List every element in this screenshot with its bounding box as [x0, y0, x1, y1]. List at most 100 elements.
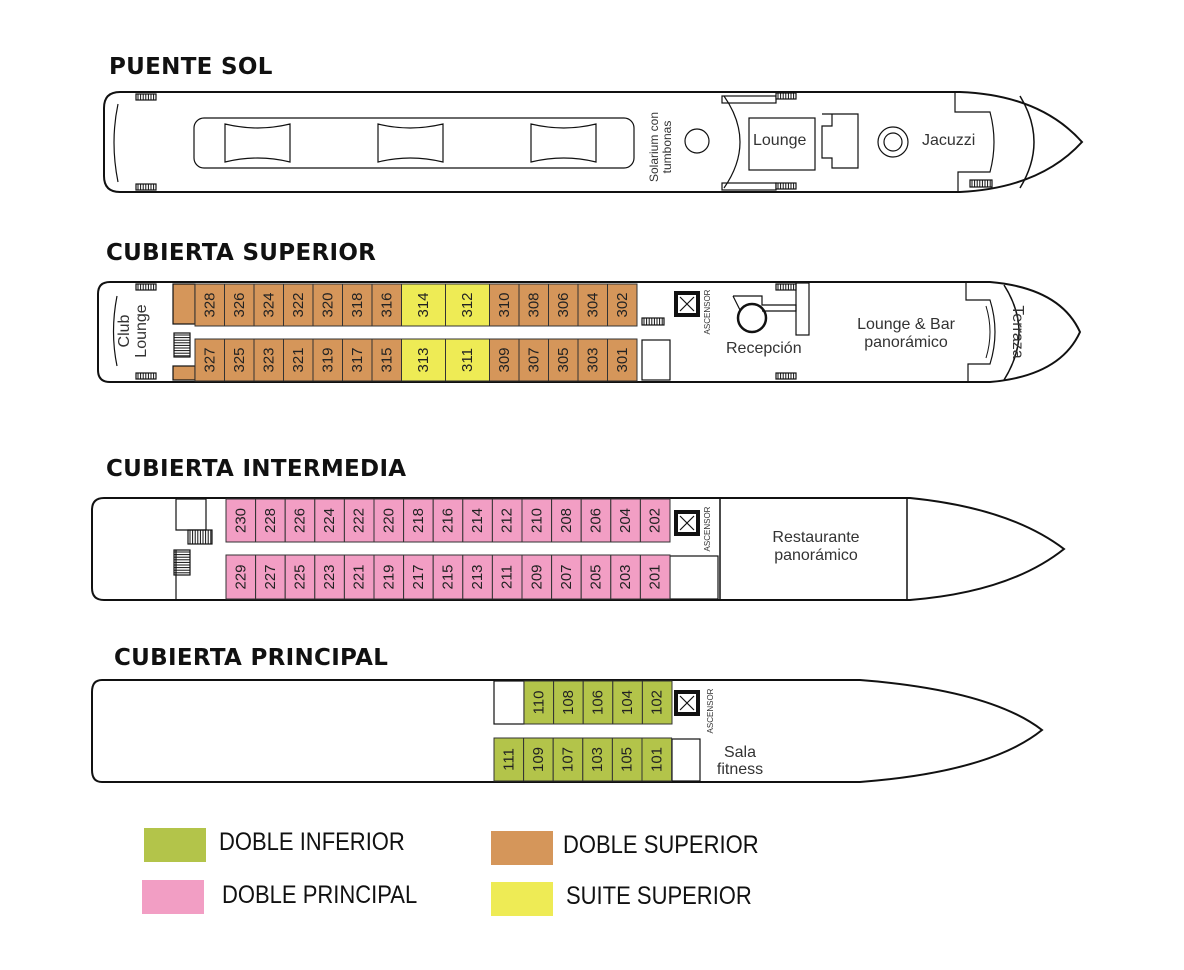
cabin-217[interactable]: 217	[403, 554, 434, 600]
stairs-icon	[135, 372, 157, 380]
cabin-number: 107	[560, 747, 577, 772]
cabin-box	[373, 554, 405, 600]
stairs-icon	[135, 183, 157, 191]
cabin-107[interactable]: 107	[552, 737, 584, 782]
deck-cubierta-intermedia	[91, 497, 1066, 601]
cabin-number: 311	[459, 348, 476, 372]
cabin-305[interactable]: 305	[548, 338, 579, 382]
cabin-311[interactable]: 311	[445, 338, 490, 382]
cabin-206[interactable]: 206	[580, 498, 612, 543]
cabin-106[interactable]: 106	[582, 680, 614, 725]
deck-title-cubierta-principal: CUBIERTA PRINCIPAL	[114, 645, 389, 671]
cabin-box	[225, 554, 257, 600]
cabin-316[interactable]: 316	[371, 283, 402, 327]
cabin-110[interactable]: 110	[523, 680, 555, 725]
cabin-328[interactable]: 328	[194, 283, 225, 327]
cabin-323[interactable]: 323	[253, 338, 284, 382]
cabin-227[interactable]: 227	[255, 554, 286, 600]
cabin-320[interactable]: 320	[312, 283, 343, 327]
cabin-box	[224, 338, 255, 382]
cabin-216[interactable]: 216	[432, 498, 464, 543]
cabin-111[interactable]: 111	[493, 737, 525, 782]
cabin-108[interactable]: 108	[553, 680, 584, 725]
cabin-228[interactable]: 228	[255, 498, 286, 543]
cabin-222[interactable]: 222	[343, 498, 375, 543]
cabin-306[interactable]: 306	[548, 283, 579, 327]
cabin-225[interactable]: 225	[284, 554, 316, 600]
cabin-105[interactable]: 105	[611, 737, 643, 782]
stairs-icon	[173, 332, 191, 358]
cabin-301[interactable]: 301	[607, 338, 638, 382]
cabin-101[interactable]: 101	[641, 737, 673, 782]
cabin-307[interactable]: 307	[518, 338, 549, 382]
cabin-321[interactable]: 321	[283, 338, 314, 382]
cabin-230[interactable]: 230	[225, 498, 257, 543]
jacuzzi-outer	[877, 126, 909, 158]
cabin-218[interactable]: 218	[403, 498, 434, 543]
solarium-area	[193, 117, 635, 169]
cabin-102[interactable]: 102	[641, 680, 673, 725]
cabin-205[interactable]: 205	[580, 554, 612, 600]
cabin-313[interactable]: 313	[401, 338, 446, 382]
cabin-324[interactable]: 324	[253, 283, 284, 327]
hull-outline	[91, 679, 1044, 783]
cabin-103[interactable]: 103	[582, 737, 613, 782]
fitness-end-box	[671, 738, 701, 782]
cabin-304[interactable]: 304	[577, 283, 608, 327]
cabin-208[interactable]: 208	[551, 498, 582, 543]
elevator-cross	[679, 515, 695, 531]
cabin-109[interactable]: 109	[523, 737, 554, 782]
cabin-213[interactable]: 213	[462, 554, 493, 600]
cabin-319[interactable]: 319	[312, 338, 343, 382]
cabin-303[interactable]: 303	[577, 338, 608, 382]
cabin-215[interactable]: 215	[432, 554, 464, 600]
cabin-314[interactable]: 314	[401, 283, 446, 327]
cabin-number: 229	[232, 564, 249, 589]
cabin-325[interactable]: 325	[224, 338, 255, 382]
cabin-number: 227	[262, 564, 279, 589]
cabin-317[interactable]: 317	[342, 338, 373, 382]
cabin-number: 222	[351, 508, 368, 533]
cabin-221[interactable]: 221	[343, 554, 375, 600]
cabin-308[interactable]: 308	[518, 283, 549, 327]
deck-title-puente-sol: PUENTE SOL	[109, 54, 273, 80]
cabin-box	[607, 283, 638, 327]
cabin-318[interactable]: 318	[342, 283, 373, 327]
cabin-224[interactable]: 224	[314, 498, 345, 543]
cabin-204[interactable]: 204	[610, 498, 641, 543]
cabin-number: 303	[584, 347, 601, 372]
cabin-226[interactable]: 226	[284, 498, 316, 543]
cabin-223[interactable]: 223	[314, 554, 345, 600]
cabin-104[interactable]: 104	[612, 680, 643, 725]
cabin-211[interactable]: 211	[491, 554, 523, 600]
cabin-302[interactable]: 302	[607, 283, 638, 327]
elevator-cross	[679, 296, 695, 312]
cabin-214[interactable]: 214	[462, 498, 493, 543]
cabin-326[interactable]: 326	[224, 283, 255, 327]
cabin-309[interactable]: 309	[489, 338, 520, 382]
cabin-box	[224, 283, 255, 327]
cabin-219[interactable]: 219	[373, 554, 405, 600]
label-restaurante-line2: panorámico	[774, 547, 858, 564]
cabin-number: 228	[262, 508, 279, 533]
cabin-number: 230	[232, 508, 249, 533]
label-restaurante-line1: Restaurante	[772, 529, 860, 546]
cabin-209[interactable]: 209	[521, 554, 553, 600]
cabin-203[interactable]: 203	[610, 554, 641, 600]
cabin-end-box	[493, 680, 525, 725]
cabin-310[interactable]: 310	[489, 283, 520, 327]
cabin-box	[373, 498, 405, 543]
cabin-box	[489, 338, 520, 382]
cabin-box	[553, 680, 584, 725]
cabin-220[interactable]: 220	[373, 498, 405, 543]
cabin-322[interactable]: 322	[283, 283, 314, 327]
cabin-327[interactable]: 327	[194, 338, 225, 382]
cabin-201[interactable]: 201	[639, 554, 671, 600]
cabin-212[interactable]: 212	[491, 498, 523, 543]
cabin-312[interactable]: 312	[445, 283, 490, 327]
cabin-207[interactable]: 207	[551, 554, 582, 600]
cabin-202[interactable]: 202	[639, 498, 671, 543]
cabin-315[interactable]: 315	[371, 338, 402, 382]
cabin-229[interactable]: 229	[225, 554, 257, 600]
cabin-210[interactable]: 210	[521, 498, 553, 543]
